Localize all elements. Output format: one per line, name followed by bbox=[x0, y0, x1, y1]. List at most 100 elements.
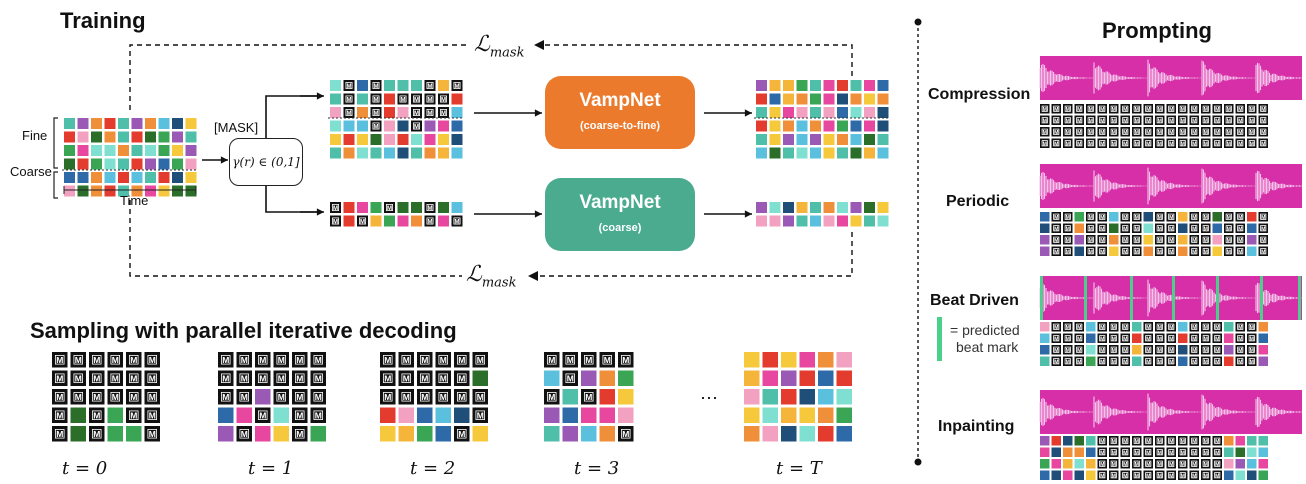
mask-token-letter: M bbox=[1158, 238, 1162, 244]
mask-token-letter: M bbox=[1204, 336, 1208, 342]
mask-token-frame bbox=[1064, 128, 1071, 135]
mask-token-frame bbox=[1248, 105, 1255, 112]
mask-token-frame bbox=[55, 392, 65, 402]
mask-token bbox=[1086, 223, 1096, 233]
mask-token bbox=[1051, 322, 1061, 332]
color-token bbox=[411, 134, 422, 145]
mask-token-frame bbox=[1179, 140, 1186, 147]
mask-token-frame bbox=[73, 373, 83, 383]
mask-token-frame bbox=[1168, 460, 1175, 467]
mask-token-letter: M bbox=[315, 355, 322, 365]
mask-token bbox=[1155, 345, 1165, 355]
mask-token-frame bbox=[332, 217, 339, 225]
color-token bbox=[330, 134, 341, 145]
color-token bbox=[384, 134, 395, 145]
mask-token-letter: M bbox=[1054, 348, 1058, 354]
mask-token bbox=[1120, 223, 1130, 233]
mask-token bbox=[1132, 138, 1142, 148]
mask-token-frame bbox=[453, 217, 461, 225]
mask-token-letter: M bbox=[1169, 118, 1173, 124]
mask-token-frame bbox=[147, 355, 157, 365]
mask-token-frame bbox=[383, 392, 393, 402]
mask-token-frame bbox=[1225, 213, 1232, 220]
mask-token-frame bbox=[1122, 236, 1129, 243]
mask-token-frame bbox=[239, 392, 249, 402]
mask-token bbox=[1166, 447, 1176, 457]
mask-token-letter: M bbox=[1158, 359, 1162, 365]
color-token bbox=[769, 147, 781, 159]
mask-token-frame bbox=[1191, 117, 1198, 124]
mask-token-frame bbox=[457, 392, 467, 402]
mask-token-frame bbox=[1076, 140, 1083, 147]
mask-token-frame bbox=[426, 82, 434, 89]
mask-token-letter: M bbox=[1089, 118, 1093, 124]
mask-token-letter: M bbox=[604, 355, 611, 365]
color-token bbox=[1074, 246, 1084, 256]
mask-token-frame bbox=[1237, 358, 1244, 365]
mask-token-frame bbox=[475, 392, 485, 402]
mask-token-letter: M bbox=[1100, 336, 1104, 342]
color-token bbox=[1086, 322, 1096, 332]
mask-token-letter: M bbox=[1112, 325, 1116, 331]
mask-token bbox=[107, 389, 123, 405]
color-token bbox=[218, 407, 234, 423]
mask-token-letter: M bbox=[1169, 215, 1173, 221]
mask-token-frame bbox=[1122, 472, 1129, 479]
loss-bottom: ℒmask bbox=[466, 262, 517, 290]
mask-token-letter: M bbox=[1112, 107, 1116, 113]
mask-token-letter: M bbox=[1066, 359, 1070, 365]
color-token bbox=[398, 407, 414, 423]
mask-token bbox=[1224, 104, 1234, 114]
mask-token-frame bbox=[1053, 225, 1060, 232]
color-token bbox=[1258, 333, 1268, 343]
mask-token-letter: M bbox=[1204, 348, 1208, 354]
color-token bbox=[343, 202, 355, 213]
arrow-out-coarse-head bbox=[744, 210, 752, 218]
mask-token-letter: M bbox=[548, 392, 555, 402]
mask-token bbox=[126, 352, 142, 368]
color-token bbox=[451, 93, 463, 105]
mask-token-letter: M bbox=[1112, 348, 1116, 354]
mask-token-frame bbox=[1191, 335, 1198, 342]
mask-token-letter: M bbox=[1054, 107, 1058, 113]
mask-token bbox=[1074, 322, 1084, 332]
beat-mark bbox=[1172, 276, 1175, 320]
mask-token bbox=[1143, 470, 1153, 480]
mask-token bbox=[1097, 246, 1107, 256]
mask-token bbox=[70, 352, 86, 368]
color-token bbox=[618, 389, 634, 405]
mask-token-letter: M bbox=[1043, 107, 1047, 113]
color-token bbox=[1143, 212, 1153, 222]
mask-token-letter: M bbox=[333, 219, 338, 225]
mask-token bbox=[1086, 246, 1096, 256]
mask-token bbox=[126, 370, 142, 386]
mask-token-frame bbox=[386, 204, 393, 211]
mask-token bbox=[411, 107, 422, 118]
mask-token bbox=[1097, 223, 1107, 233]
mask-token bbox=[89, 352, 105, 368]
mask-token bbox=[1143, 436, 1153, 446]
mask-token-frame bbox=[401, 355, 411, 365]
mask-token-frame bbox=[1053, 117, 1060, 124]
color-token bbox=[877, 202, 889, 213]
beat-mark bbox=[1130, 276, 1133, 320]
mask-token-frame bbox=[1168, 213, 1175, 220]
mask-token-letter: M bbox=[421, 392, 428, 402]
color-token bbox=[273, 407, 289, 423]
color-token bbox=[1247, 447, 1257, 457]
mask-token-letter: M bbox=[1112, 450, 1116, 456]
mask-token-frame bbox=[1248, 335, 1255, 342]
mask-token-letter: M bbox=[296, 374, 303, 384]
mask-token-letter: M bbox=[1192, 450, 1196, 456]
mask-token-frame bbox=[1110, 140, 1117, 147]
mask-token bbox=[1097, 322, 1107, 332]
mask-token bbox=[1201, 470, 1211, 480]
mask-token-frame bbox=[1064, 225, 1071, 232]
mask-token-letter: M bbox=[346, 111, 351, 117]
mask-token-letter: M bbox=[1135, 249, 1139, 255]
color-token bbox=[77, 118, 89, 129]
